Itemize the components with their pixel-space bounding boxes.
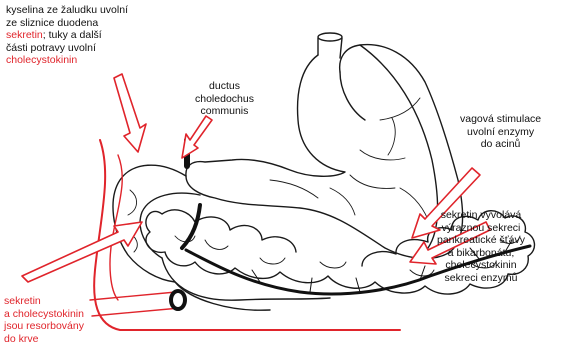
ductus-line-3: communis xyxy=(195,105,254,118)
stomach-acid-line-3-rest: ; tuky a další xyxy=(43,29,102,41)
stomach-acid-line-2: ze sliznice duodena xyxy=(6,17,128,30)
stomach-acid-line-4: části potravy uvolní xyxy=(6,42,128,55)
arrow-absorbed xyxy=(22,222,142,282)
jejunum-start xyxy=(175,282,270,310)
secretin-effect-line-4: a bikarbonátu; xyxy=(437,247,525,260)
vagal-label: vagová stimulace uvolní enzymy do acinů xyxy=(460,113,541,151)
stomach-acid-label: kyselina ze žaludku uvolní ze sliznice d… xyxy=(6,4,128,67)
stomach-acid-line-1: kyselina ze žaludku uvolní xyxy=(6,4,128,17)
arrow-stomach-acid xyxy=(114,74,146,152)
absorbed-line-4: do krve xyxy=(4,333,84,346)
absorbed-label: sekretin a cholecystokinin jsou resorbov… xyxy=(4,295,84,345)
red-blood-vessel-left xyxy=(94,140,400,330)
secretin-effect-line-6: sekreci enzymů xyxy=(437,272,525,285)
vessel-pair xyxy=(90,292,180,316)
vagal-line-3: do acinů xyxy=(460,138,541,151)
absorbed-line-2: a cholecystokinin xyxy=(4,308,84,321)
stomach-vessels xyxy=(270,98,430,225)
secretin-effect-line-1: sekretin vyvolává xyxy=(437,209,525,222)
stomach-inner-fold xyxy=(340,72,365,120)
stomach-acid-line-3: sekretin; tuky a další xyxy=(6,29,128,42)
ductus-line-2: choledochus xyxy=(195,93,254,106)
secretin-effect-line-3: pankreatické šťávy xyxy=(437,234,525,247)
absorbed-line-1: sekretin xyxy=(4,295,84,308)
secretin-effect-line-5: cholecystokinin xyxy=(437,259,525,272)
absorbed-line-3: jsou resorbovány xyxy=(4,320,84,333)
esophagus-opening xyxy=(318,33,342,41)
vagal-line-1: vagová stimulace xyxy=(460,113,541,126)
ductus-line-1: ductus xyxy=(195,80,254,93)
cholecystokinin-term: cholecystokinin xyxy=(6,54,128,67)
secretin-effect-line-2: výraznou sekreci xyxy=(437,222,525,235)
secretin-effect-label: sekretin vyvolává výraznou sekreci pankr… xyxy=(437,209,525,284)
vagal-line-2: uvolní enzymy xyxy=(460,126,541,139)
arrow-ductus xyxy=(182,116,212,158)
ductus-label: ductus choledochus communis xyxy=(195,80,254,118)
vessel-cross-section xyxy=(171,291,185,309)
secretin-term: sekretin xyxy=(6,29,43,41)
